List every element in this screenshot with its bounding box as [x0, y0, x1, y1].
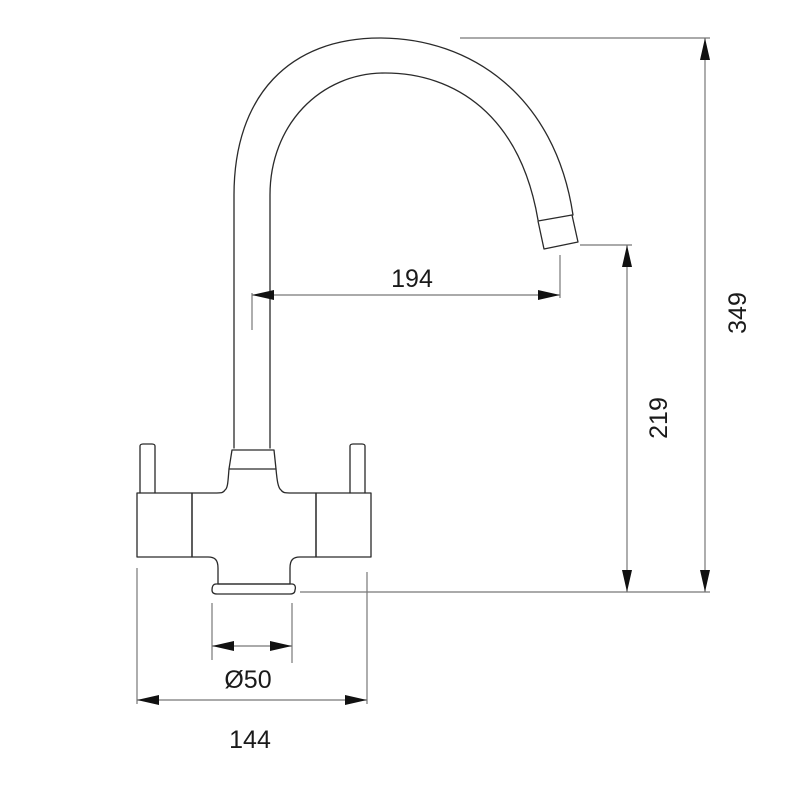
arrow-right-icon: [270, 641, 292, 651]
arrow-left-icon: [212, 641, 234, 651]
spout-outer-edge: [233, 37, 574, 449]
right-handle-block: [315, 492, 372, 558]
dimension-spout-reach: 194: [251, 255, 561, 330]
tap-outline: [136, 37, 579, 595]
spout-collar: [228, 449, 277, 470]
dimension-overall-width: 144: [136, 568, 368, 754]
arrow-up-icon: [700, 38, 710, 60]
arrow-down-icon: [700, 570, 710, 592]
dimension-overall-height: 349: [460, 37, 752, 592]
dimension-label-overall-width: 144: [229, 726, 271, 754]
right-lever: [349, 443, 366, 494]
dimension-base-diameter: Ø50: [211, 603, 293, 694]
spout-inner-edge: [269, 72, 539, 449]
dimension-label-base-diameter: Ø50: [224, 666, 271, 694]
arrow-left-icon: [137, 695, 159, 705]
arrow-right-icon: [345, 695, 367, 705]
arrow-left-icon: [252, 290, 274, 300]
dimension-label-outlet-height: 219: [645, 397, 673, 439]
dimension-outlet-height: 219: [300, 244, 710, 593]
tap-base-plate: [211, 583, 297, 595]
left-lever: [139, 443, 156, 494]
dimension-label-overall-height: 349: [724, 292, 752, 334]
spout-nozzle: [537, 214, 579, 250]
arrow-down-icon: [622, 570, 632, 592]
tap-body: [191, 468, 317, 585]
arrow-up-icon: [622, 245, 632, 267]
dimension-label-spout-reach: 194: [391, 265, 433, 293]
arrow-right-icon: [538, 290, 560, 300]
left-handle-block: [136, 492, 193, 558]
